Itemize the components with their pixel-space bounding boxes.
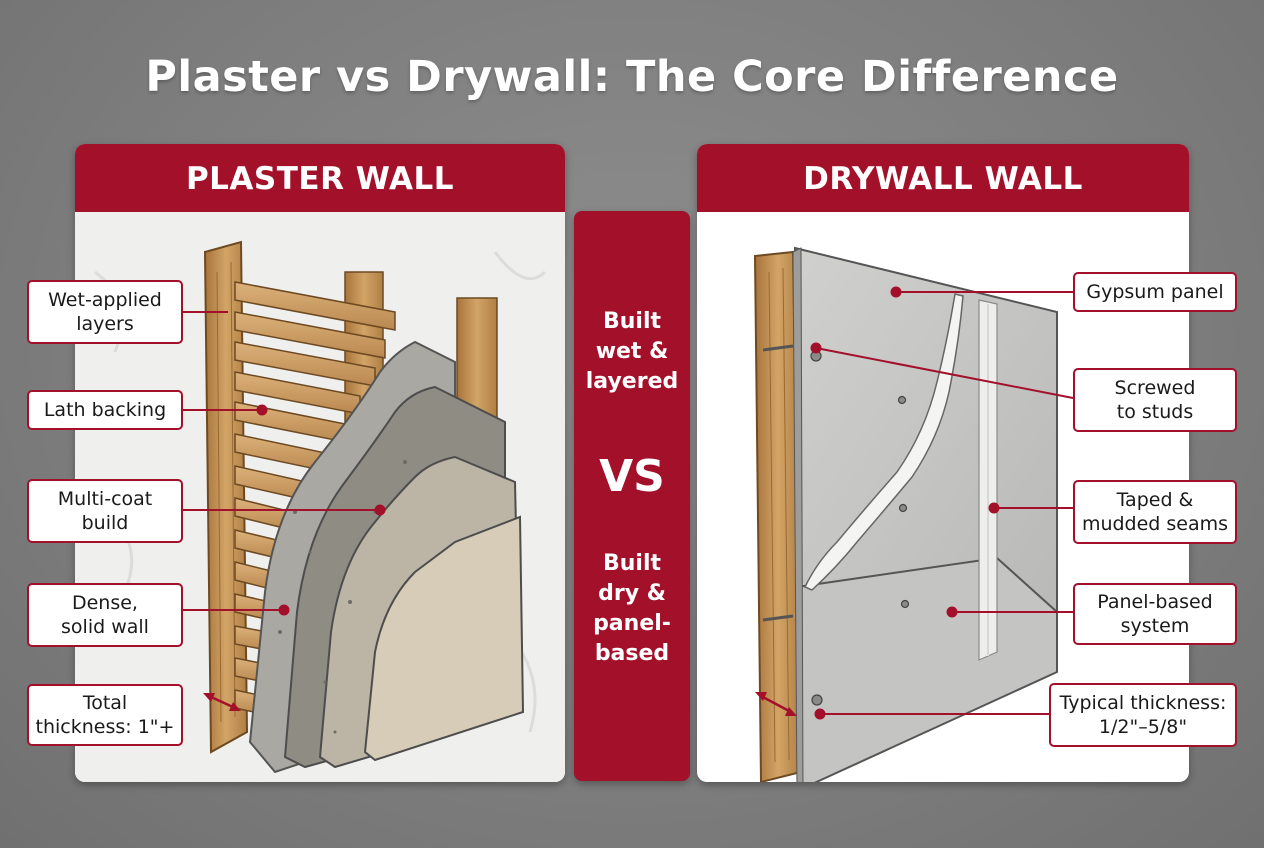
callout-dense-solid-wall: Dense, solid wall [27, 583, 183, 647]
callout-taped-mudded-seams: Taped & mudded seams [1073, 480, 1237, 544]
callout-lath-backing: Lath backing [27, 390, 183, 430]
callout-multi-coat-build: Multi-coat build [27, 479, 183, 543]
plaster-header: PLASTER WALL [75, 144, 565, 212]
drywall-summary: Built dry & panel- based [593, 551, 671, 666]
comparison-band: Built wet & layered VS Built dry & panel… [574, 211, 690, 781]
callout-typical-thickness: Typical thickness: 1/2"–5/8" [1049, 683, 1237, 747]
page-title: Plaster vs Drywall: The Core Difference [145, 52, 1119, 102]
plaster-summary: Built wet & layered [585, 309, 679, 394]
callout-gypsum-panel: Gypsum panel [1073, 272, 1237, 312]
vs-label: VS [599, 451, 665, 502]
callout-total-thickness: Total thickness: 1"+ [27, 684, 183, 746]
callout-panel-based-system: Panel-based system [1073, 583, 1237, 645]
drywall-header: DRYWALL WALL [697, 144, 1189, 212]
callout-screwed-to-studs: Screwed to studs [1073, 368, 1237, 432]
callout-wet-applied-layers: Wet-applied layers [27, 280, 183, 344]
